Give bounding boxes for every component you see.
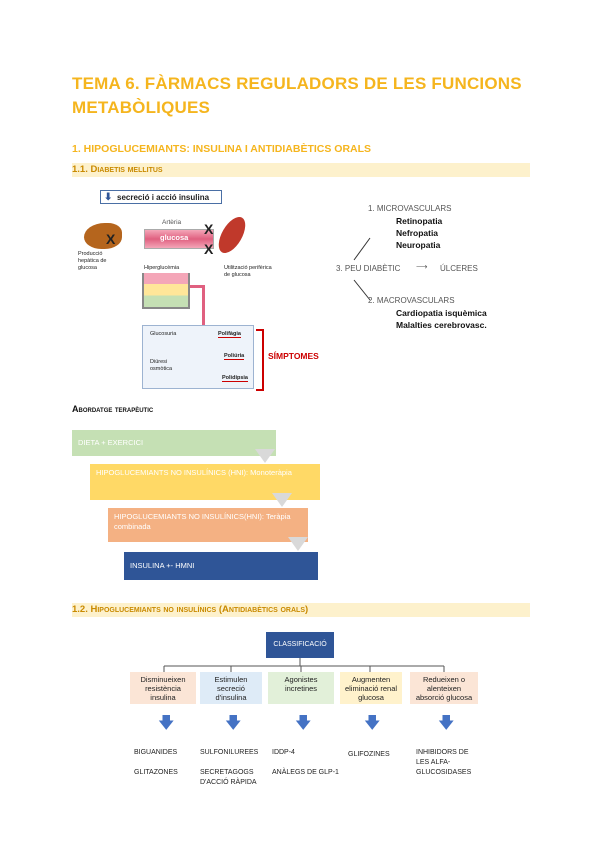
macrovascular-item: Malalties cerebrovasc. <box>396 320 487 330</box>
drug-item: ANÀLEGS DE GLP-1 <box>272 769 339 776</box>
microvascular-item: Neuropatia <box>396 240 441 250</box>
step-label: DIETA + EXERCICI <box>78 438 144 447</box>
hyperglycemia-label: Hiperglucèmia <box>144 265 180 271</box>
class-label: Estimulen secreció d'insulina <box>214 675 248 702</box>
drug-item: SECRETAGOGS D'ACCIÓ RÀPIDA <box>200 769 257 786</box>
classification-root: CLASSIFICACIÓ <box>266 632 334 658</box>
section-highlight-1-2 <box>72 603 530 617</box>
symptoms-label: SÍMPTOMES <box>268 351 319 361</box>
microvascular-heading: 1. MICROVASCULARS <box>368 204 452 213</box>
step-arrow-icon <box>255 449 275 463</box>
artery-label: Artèria <box>162 219 182 226</box>
class-label: Redueixen o alenteixen absorció glucosa <box>415 675 473 702</box>
section-heading-1: 1. HIPOGLUCEMIANTS: INSULINA I ANTIDIABÈ… <box>72 143 372 155</box>
arrow-right-icon: ⟶ <box>416 262 428 271</box>
symptoms-box <box>142 325 254 389</box>
diabetes-pathophysiology-diagram: ⬇ secreció i acció insulina X Artèria gl… <box>72 185 337 395</box>
down-arrow-icon: 🡇 <box>438 715 455 732</box>
down-arrow-icon: 🡇 <box>225 715 242 732</box>
drug-item: IDDP-4 <box>272 749 295 756</box>
step-label: HIPOGLUCEMIANTS NO INSULÍNICS (HNI): Mon… <box>96 468 292 477</box>
drug-item: GLITAZONES <box>134 769 178 776</box>
therapeutic-approach-heading: Abordatge terapèutic <box>72 404 154 414</box>
complications-diagram: 1. MICROVASCULARS Retinopatia Nefropatia… <box>330 198 530 338</box>
liver-icon <box>84 223 122 249</box>
step-diet-exercise: DIETA + EXERCICI <box>72 430 276 456</box>
hepatic-production-label: Producció hepàtica de glucosa <box>78 251 107 271</box>
connector-arrows <box>353 237 371 301</box>
down-arrow-icon: 🡇 <box>158 715 175 732</box>
microvascular-item: Nefropatia <box>396 228 439 238</box>
cross-icon: X <box>106 231 116 247</box>
flow-pipe <box>190 285 205 358</box>
class-label: Disminueixen resistència insulina <box>140 675 186 702</box>
artery-icon <box>144 229 214 249</box>
insulin-secretion-label: secreció i acció insulina <box>117 193 210 202</box>
microvascular-item: Retinopatia <box>396 216 443 226</box>
hyperglycemia-tank <box>142 273 190 309</box>
cross-icon: X <box>204 241 214 257</box>
arrow-down-line <box>353 279 371 301</box>
osmotic-diuresis-label: Diüresi osmòtica <box>150 359 173 372</box>
step-label: HIPOGLUCEMIANTS NO INSULÍNICS(HNI): Terà… <box>114 512 291 531</box>
step-monotherapy: HIPOGLUCEMIANTS NO INSULÍNICS (HNI): Mon… <box>90 464 320 500</box>
macrovascular-heading: 2. MACROVASCULARS <box>368 296 455 305</box>
drug-item: INHIBIDORS DE LES ALFA-GLUCOSIDASES <box>416 749 472 776</box>
drug-item: SULFONILUREES <box>200 749 259 756</box>
ulcers-label: ÚLCERES <box>440 264 478 273</box>
glucosuria-label: Glucosuria <box>150 331 177 337</box>
section-heading-1-1: 1.1. Diabetis mellitus <box>72 164 163 175</box>
class-box-secretion: Estimulen secreció d'insulina <box>200 672 262 704</box>
drug-item: GLIFOZINES <box>348 751 390 758</box>
page-title: TEMA 6. FÀRMACS REGULADORS DE LES FUNCIO… <box>72 74 522 117</box>
class-box-incretins: Agonistes incretines <box>268 672 334 704</box>
symptoms-bracket <box>256 329 264 391</box>
cross-icon: X <box>204 221 214 237</box>
macrovascular-item: Cardiopatia isquèmica <box>396 308 487 318</box>
arrow-up-line <box>353 237 371 261</box>
step-label: INSULINA +- HMNI <box>130 561 195 570</box>
peripheral-utilization-label: Utilització perifèrica de glucosa <box>224 265 272 278</box>
diabetic-foot-heading: 3. PEU DIABÈTIC <box>336 264 401 273</box>
step-insulin: INSULINA +- HMNI <box>124 552 318 580</box>
down-arrow-icon: 🡇 <box>295 715 312 732</box>
classification-label: CLASSIFICACIÓ <box>273 641 327 648</box>
polyphagia-label: Polifàgia <box>218 331 241 338</box>
class-label: Augmenten eliminació renal glucosa <box>344 675 398 702</box>
polydipsia-label: Polidípsia <box>222 375 248 382</box>
section-heading-1-2: 1.2. Hipoglucemiants no insulínics (Anti… <box>72 604 309 615</box>
down-arrow-icon: 🡇 <box>364 715 381 732</box>
drug-item: BIGUANIDES <box>134 749 178 756</box>
down-arrow-icon: ⬇ <box>104 192 113 203</box>
section-highlight-1-1 <box>72 163 530 177</box>
polyuria-label: Poliúria <box>224 353 245 360</box>
step-arrow-icon <box>272 493 292 507</box>
insulin-secretion-box: ⬇ secreció i acció insulina <box>100 190 222 204</box>
class-box-renal: Augmenten eliminació renal glucosa <box>340 672 402 704</box>
step-arrow-icon <box>288 537 308 551</box>
class-box-resistance: Disminueixen resistència insulina <box>130 672 196 704</box>
glucose-label: glucosa <box>160 233 189 242</box>
class-box-absorption: Redueixen o alenteixen absorció glucosa <box>410 672 478 704</box>
class-label: Agonistes incretines <box>284 675 318 693</box>
step-combined-therapy: HIPOGLUCEMIANTS NO INSULÍNICS(HNI): Terà… <box>108 508 308 542</box>
